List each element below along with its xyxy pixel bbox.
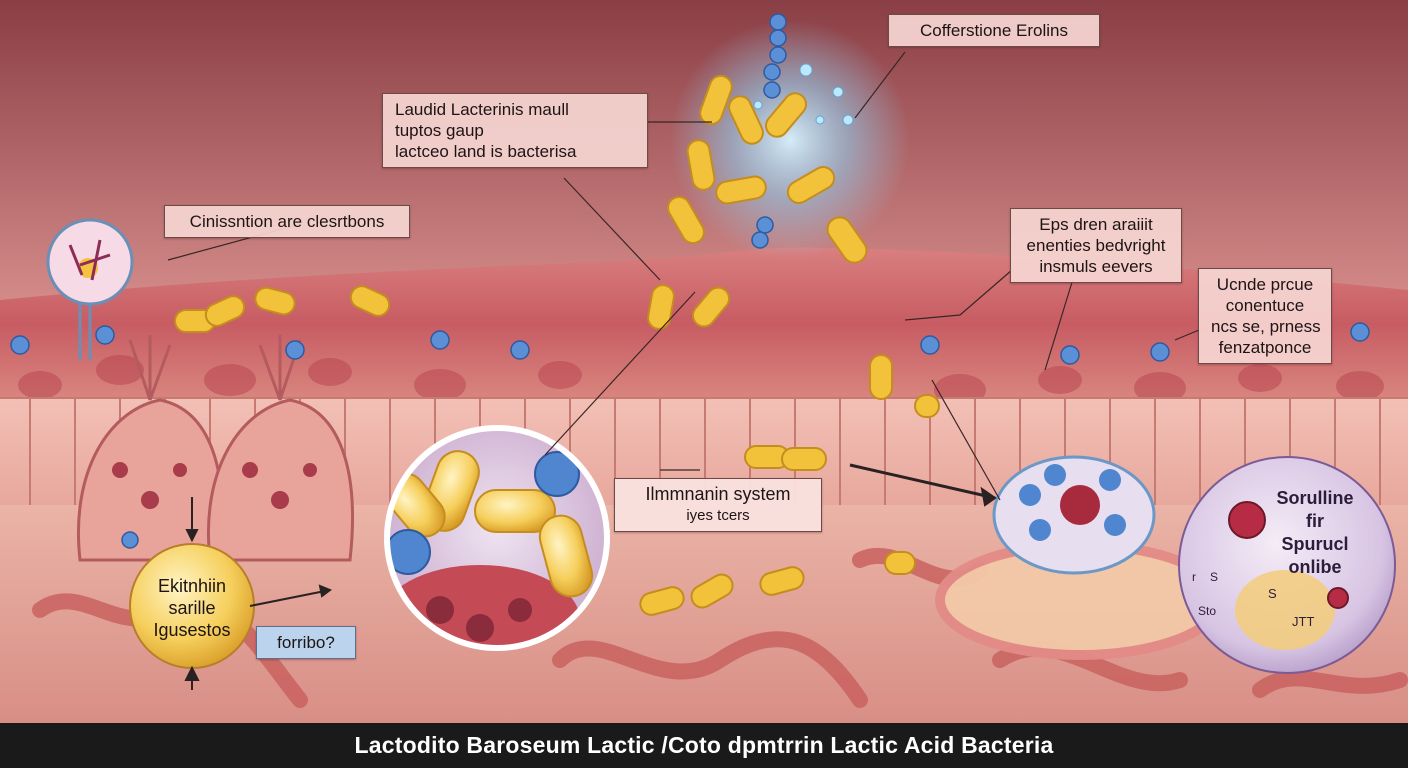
label-ucnde-line-3: ncs se, prness — [1211, 317, 1321, 336]
footer-title: Lactodito Baroseum Lactic /Coto dpmtrrin… — [354, 732, 1054, 758]
leader-lines — [167, 51, 1200, 501]
label-cinissntion: Cinissntion are clesrtbons — [164, 205, 410, 238]
pointer-arrows — [184, 463, 997, 690]
label-ucnde: Ucnde prcue conentuce ncs se, prness fen… — [1198, 268, 1332, 364]
label-laudid-line-3: lactceo land is bacterisa — [395, 142, 577, 161]
magnified-view — [384, 425, 610, 651]
purple-small-mark-2: S — [1210, 570, 1219, 584]
purple-small-mark-1: r — [1192, 570, 1196, 584]
purple-small-mark-3: Sto — [1198, 604, 1217, 618]
label-laudid: Laudid Lacterinis maull tuptos gaup lact… — [382, 93, 648, 168]
label-forribo-text: forribo? — [277, 633, 335, 652]
purple-circle-line-4: onlibe — [1288, 557, 1342, 577]
gut-illustration — [0, 0, 1408, 723]
label-ucnde-line-1: Ucnde prcue — [1216, 275, 1314, 294]
purple-small-mark-4: S — [1268, 586, 1277, 601]
yellow-circle-line-2: sarille — [168, 598, 216, 618]
label-eps-dren: Eps dren araiiit enenties bedvright insm… — [1010, 208, 1182, 283]
label-eps-dren-line-1: Eps dren araiiit — [1039, 215, 1153, 234]
immune-cell-top-left — [46, 218, 134, 360]
crypt-structure — [77, 335, 354, 562]
purple-circle-line-2: fir — [1306, 511, 1324, 531]
yellow-circle-text: Ekitnhiin sarille Igusestos — [132, 560, 252, 656]
phagocyte-cell — [935, 455, 1225, 660]
label-immune-line-2: iyes tcers — [686, 507, 750, 524]
yellow-circle-line-1: Ekitnhiin — [157, 576, 227, 596]
label-ucnde-line-4: fenzatponce — [1218, 338, 1312, 357]
bubbles — [753, 63, 854, 126]
purple-circle-text: Sorulline fir Spurucl onlibe — [1260, 478, 1370, 588]
footer-title-bar: Lactodito Baroseum Lactic /Coto dpmtrrin… — [0, 723, 1408, 768]
purple-circle-line-1: Sorulline — [1276, 488, 1354, 508]
label-laudid-line-1: Laudid Lacterinis maull — [395, 100, 569, 119]
label-laudid-line-2: tuptos gaup — [395, 121, 484, 140]
label-forribo: forribo? — [256, 626, 356, 659]
lactic-acid-bacteria — [174, 74, 940, 616]
label-cofferstione: Cofferstione Erolins — [888, 14, 1100, 47]
label-immune-system: Ilmmnanin system iyes tcers — [614, 478, 822, 532]
yellow-circle-line-3: Igusestos — [153, 620, 231, 640]
purple-small-mark-5: JTT — [1292, 614, 1315, 629]
label-cofferstione-text: Cofferstione Erolins — [919, 21, 1069, 40]
label-cinissntion-text: Cinissntion are clesrtbons — [189, 212, 385, 231]
purple-circle-line-3: Spurucl — [1281, 534, 1349, 554]
tissue-cells — [18, 355, 1384, 406]
label-eps-dren-line-3: insmuls eevers — [1039, 257, 1153, 276]
label-ucnde-line-2: conentuce — [1225, 296, 1305, 315]
purple-highlight-circle — [1178, 456, 1396, 674]
label-immune-line-1: Ilmmnanin system — [645, 484, 791, 504]
label-eps-dren-line-2: enenties bedvright — [1026, 236, 1166, 255]
blue-bacteria — [10, 13, 1370, 549]
burst-glow — [670, 20, 910, 260]
